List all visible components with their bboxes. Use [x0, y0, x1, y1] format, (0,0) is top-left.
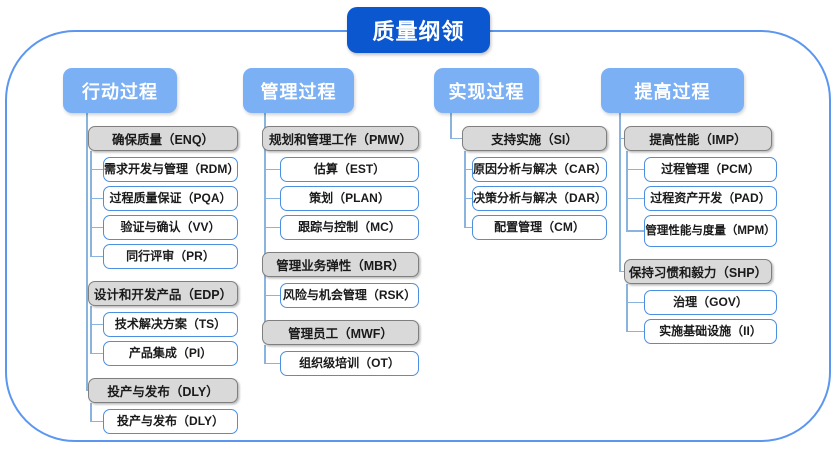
leaf-box-2-2-1[interactable]: 风险与机会管理（RSK） — [280, 283, 419, 308]
connector-h-leaf-2-1-3 — [264, 226, 282, 229]
connector-h-leaf-4-2-2 — [626, 330, 646, 333]
connector-v-group-1-1 — [90, 151, 92, 257]
leaf-box-4-1-1[interactable]: 过程管理（PCM） — [644, 157, 777, 182]
group-box-4-2[interactable]: 保持习惯和毅力（SHP） — [624, 259, 772, 284]
leaf-box-4-1-2[interactable]: 过程资产开发（PAD） — [644, 186, 777, 211]
connector-h-group-4-1 — [619, 137, 626, 140]
group-box-1-2[interactable]: 设计和开发产品（EDP） — [88, 281, 238, 306]
leaf-box-2-3-1[interactable]: 组织级培训（OT） — [280, 351, 419, 376]
leaf-box-3-1-2[interactable]: 决策分析与解决（DAR） — [472, 186, 607, 211]
leaf-box-4-2-2[interactable]: 实施基础设施（II） — [644, 319, 777, 344]
leaf-box-2-1-1[interactable]: 估算（EST） — [280, 157, 419, 182]
group-box-1-1[interactable]: 确保质量（ENQ） — [88, 126, 238, 151]
connector-v-group-4-2 — [626, 284, 628, 332]
connector-h-leaf-2-2-1 — [264, 294, 282, 297]
connector-trunk-3 — [450, 113, 452, 139]
column-header-2: 管理过程 — [243, 68, 354, 113]
leaf-box-2-1-2[interactable]: 策划（PLAN） — [280, 186, 419, 211]
connector-h-leaf-3-1-3 — [464, 226, 474, 229]
connector-h-leaf-1-2-2 — [90, 352, 105, 355]
connector-h-leaf-1-2-1 — [90, 323, 105, 326]
group-box-3-1[interactable]: 支持实施（SI） — [462, 126, 607, 151]
connector-h-leaf-2-1-2 — [264, 197, 282, 200]
connector-v-group-1-3 — [90, 403, 92, 422]
leaf-box-4-1-3[interactable]: 管理性能与度量（MPM） — [644, 215, 777, 247]
connector-h-leaf-3-1-1 — [464, 168, 474, 171]
connector-h-group-3-1 — [450, 137, 464, 140]
leaf-box-4-2-1[interactable]: 治理（GOV） — [644, 290, 777, 315]
connector-h-leaf-1-1-4 — [90, 255, 105, 258]
connector-h-leaf-4-1-2 — [626, 197, 646, 200]
leaf-box-1-1-2[interactable]: 过程质量保证（PQA） — [103, 186, 238, 211]
connector-h-leaf-4-1-3 — [626, 230, 646, 232]
connector-h-leaf-2-3-1 — [264, 362, 282, 365]
group-box-2-2[interactable]: 管理业务弹性（MBR） — [262, 252, 419, 277]
connector-h-leaf-1-1-1 — [90, 168, 105, 171]
leaf-box-1-2-2[interactable]: 产品集成（PI） — [103, 341, 238, 366]
leaf-box-1-3-1[interactable]: 投产与发布（DLY） — [103, 409, 238, 434]
connector-h-leaf-3-1-2 — [464, 197, 474, 200]
connector-v-group-4-1 — [626, 151, 628, 231]
connector-h-group-4-2 — [619, 270, 626, 273]
leaf-box-2-1-3[interactable]: 跟踪与控制（MC） — [280, 215, 419, 240]
connector-h-leaf-4-1-1 — [626, 168, 646, 171]
group-box-1-3[interactable]: 投产与发布（DLY） — [88, 378, 238, 403]
connector-h-leaf-1-1-3 — [90, 226, 105, 229]
group-box-2-1[interactable]: 规划和管理工作（PMW） — [262, 126, 419, 151]
leaf-box-1-1-4[interactable]: 同行评审（PR） — [103, 244, 238, 269]
leaf-box-1-1-3[interactable]: 验证与确认（VV） — [103, 215, 238, 240]
node-label-line: 管理性能与度量 — [645, 224, 726, 237]
connector-h-leaf-1-1-2 — [90, 197, 105, 200]
leaf-box-1-1-1[interactable]: 需求开发与管理（RDM） — [103, 157, 239, 182]
connector-v-group-3-1 — [464, 151, 466, 228]
connector-trunk-1 — [86, 113, 88, 391]
group-box-2-3[interactable]: 管理员工（MWF） — [262, 320, 419, 345]
root-title-node: 质量纲领 — [347, 7, 490, 53]
column-header-4: 提高过程 — [601, 68, 744, 113]
connector-h-leaf-2-1-1 — [264, 168, 282, 171]
connector-h-leaf-1-3-1 — [90, 420, 105, 423]
column-header-3: 实现过程 — [434, 68, 539, 113]
connector-h-leaf-4-2-1 — [626, 301, 646, 304]
node-label-line: （MPM） — [725, 224, 776, 237]
connector-trunk-2 — [264, 113, 266, 333]
connector-v-group-1-2 — [90, 306, 92, 354]
group-box-4-1[interactable]: 提高性能（IMP） — [624, 126, 772, 151]
connector-trunk-4 — [619, 113, 621, 272]
connector-v-group-2-3 — [264, 345, 266, 364]
leaf-box-3-1-1[interactable]: 原因分析与解决（CAR） — [472, 157, 607, 182]
column-header-1: 行动过程 — [63, 68, 177, 113]
leaf-box-1-2-1[interactable]: 技术解决方案（TS） — [103, 312, 238, 337]
leaf-box-3-1-3[interactable]: 配置管理（CM） — [472, 215, 607, 240]
